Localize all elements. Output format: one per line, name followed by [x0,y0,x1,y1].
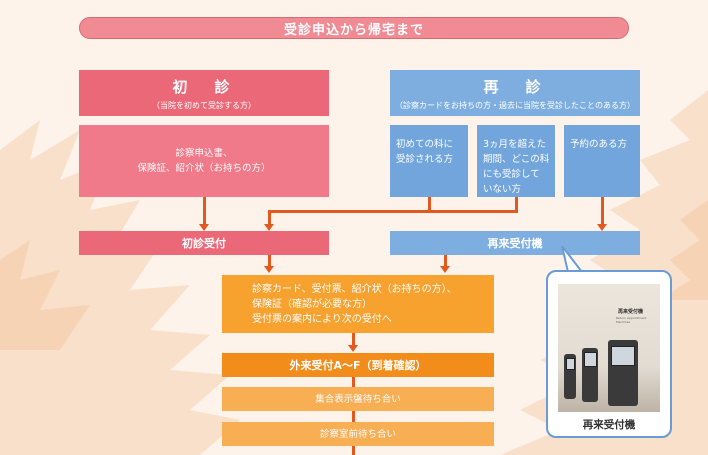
first-visit-documents: 診察申込書、 保険証、紹介状（お持ちの方） [79,125,329,197]
kiosk-photo: 再来受付機 Return Appointment Machines [558,284,660,412]
connector [428,197,431,211]
arrow-down [348,345,358,352]
first-visit-subtitle: （当院を初めて受診する方） [152,100,256,110]
document-line: 保険証、紹介状（お持ちの方） [137,163,271,174]
connector [268,210,518,213]
connector [268,255,271,267]
requirement-line: 診察カード、受付票、紹介状（お持ちの方）、 [252,283,457,295]
return-visit-subtitle: （診察カードをお持ちの方・過去に当院を受診したことのある方） [395,100,635,110]
kiosk-machine [582,348,598,402]
return-case-new-department: 初めての科に 受診される方 [390,125,468,197]
case-line: いない方 [483,184,522,195]
arrow-down [264,224,274,231]
connector [203,197,206,224]
return-visit-header: 再 診 （診察カードをお持ちの方・過去に当院を受診したことのある方） [390,70,640,116]
connector [352,446,355,455]
connector [515,197,518,211]
outpatient-reception-label: 外来受付A～F（到着確認） [289,359,427,372]
arrow-down [440,266,450,273]
kiosk-machine [564,354,576,399]
first-visit-title: 初 診 [172,77,236,96]
first-visit-reception: 初診受付 [79,231,329,255]
return-visit-title: 再 診 [483,77,547,96]
connector [444,255,447,267]
photo-sign: 再来受付機 [618,309,644,315]
photo-sign-sub: Return Appointment Machines [616,316,647,324]
connector [268,210,271,224]
connector [352,411,355,422]
case-line: 受診される方 [396,154,454,165]
requirement-line: 受付票の案内により次の受付へ [252,313,392,325]
case-line: 初めての科に [396,139,454,150]
document-line: 診察申込書、 [175,148,233,159]
requirement-line: 保険証（確認が必要な方） [252,298,372,310]
case-line: にも受診して [483,169,540,180]
photo-caption: 再来受付機 [582,419,636,431]
common-requirements: 診察カード、受付票、紹介状（お持ちの方）、 保険証（確認が必要な方） 受付票の案… [222,275,494,333]
connector [352,333,355,345]
arrow-down [597,224,607,231]
outpatient-reception: 外来受付A～F（到着確認） [222,353,494,377]
connector [601,197,604,224]
waiting-exam-room: 診察室前待ち合い [222,422,494,446]
waiting-display-board: 集合表示盤待ち合い [222,387,494,411]
return-case-appointment: 予約のある方 [564,125,640,197]
step-label: 診察室前待ち合い [319,428,396,440]
first-visit-header: 初 診 （当院を初めて受診する方） [79,70,329,116]
page-title: 受診申込から帰宅まで [79,17,629,39]
case-line: 予約のある方 [570,139,628,150]
return-case-over-3-months: 3ヵ月を超えた 期間、どこの科 にも受診して いない方 [477,125,555,197]
first-visit-reception-label: 初診受付 [182,237,226,250]
return-visit-machine: 再来受付機 [390,231,640,255]
kiosk-photo-card: 再来受付機 Return Appointment Machines 再来受付機 [546,270,672,438]
case-line: 3ヵ月を超えた [483,139,547,150]
step-label: 集合表示盤待ち合い [315,393,401,405]
connector [352,377,355,387]
case-line: 期間、どこの科 [483,154,550,165]
arrow-down [199,224,209,231]
arrow-down [264,266,274,273]
kiosk-machine [608,340,638,406]
return-visit-machine-label: 再来受付機 [487,237,543,250]
